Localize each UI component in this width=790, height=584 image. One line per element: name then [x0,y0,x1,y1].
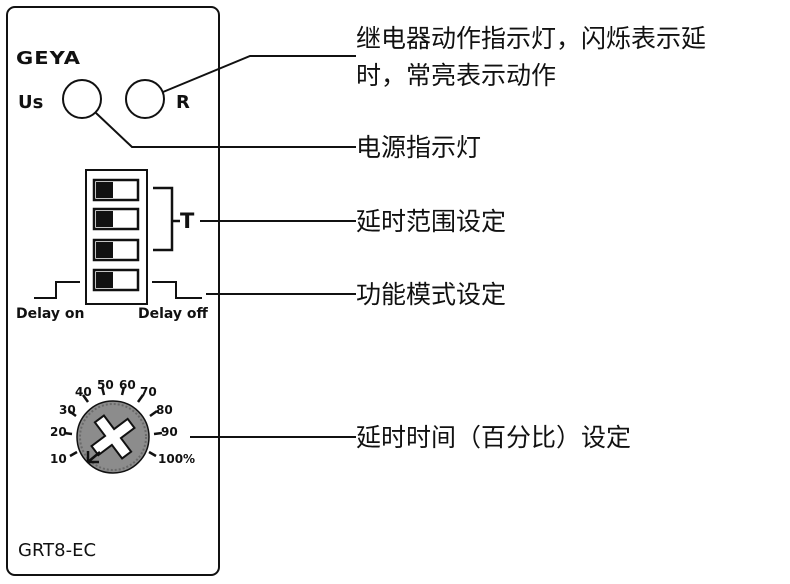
model-label: GRT8-EC [18,540,97,561]
dial-label-80: 80 [156,403,173,417]
function-mode-callout: 功能模式设定 [356,280,507,309]
delay-on-label: Delay on [16,306,85,322]
cross-slot-icon [90,414,136,460]
delay-on-waveform-icon [34,281,80,299]
relay-led-label: R [176,92,190,113]
power-led-label: Us [18,92,44,113]
time-range-callout: 延时范围设定 [356,207,507,236]
power-led [62,79,102,119]
t-bracket [153,186,180,252]
dip-switch-4[interactable] [92,268,140,292]
relay-led-callout-line1: 继电器动作指示灯，闪烁表示延 [356,24,707,53]
dial-label-70: 70 [140,385,157,399]
dip-switch-2[interactable] [92,207,140,231]
dial-label-40: 40 [75,385,92,399]
delay-off-label: Delay off [138,306,208,322]
relay-front-panel [6,6,220,576]
dial-label-100: 100% [158,452,195,466]
brand-logo: GEYA [16,48,82,69]
power-led-leader [95,112,356,148]
power-led-callout: 电源指示灯 [356,133,482,162]
dial-label-90: 90 [161,425,178,439]
dial-label-20: 20 [50,425,67,439]
dial-label-30: 30 [59,403,76,417]
dial-pointer-icon [86,451,101,464]
delay-off-waveform-icon [152,281,202,299]
relay-led-leader [162,55,356,93]
dial-label-10: 10 [50,452,67,466]
relay-led-callout-line2: 时，常亮表示动作 [356,61,557,90]
relay-led [125,79,165,119]
relay-led-callout: 继电器动作指示灯，闪烁表示延 时，常亮表示动作 [356,20,706,94]
dip-switch-1[interactable] [92,178,140,202]
dial-label-60: 60 [119,378,136,392]
dip-switch-block [85,169,148,305]
dial-ticks [63,386,163,458]
dip-switch-3[interactable] [92,238,140,262]
dial-label-50: 50 [97,378,114,392]
delay-percent-callout: 延时时间（百分比）设定 [356,423,632,452]
time-range-label: T [180,209,195,233]
delay-percent-dial[interactable] [76,400,150,474]
dial-scale: 10 20 30 40 50 60 70 80 90 100% [50,378,195,466]
